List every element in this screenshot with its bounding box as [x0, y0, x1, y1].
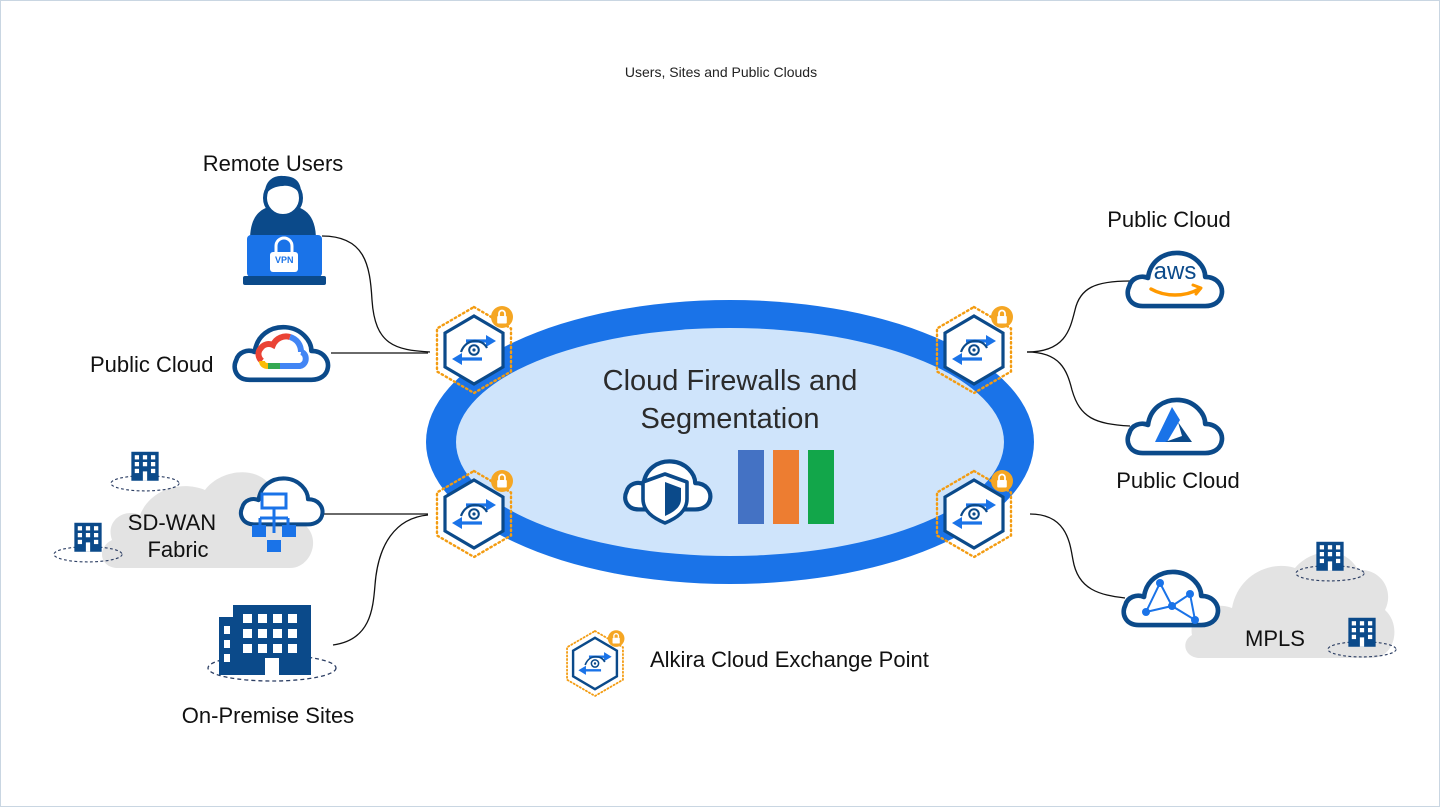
aws-logo-text: aws — [1153, 258, 1197, 285]
sdwan-network-icon — [241, 478, 323, 552]
remote-user-icon — [243, 175, 326, 285]
vpn-badge: VPN — [275, 255, 294, 265]
public-cloud-aws-label: Public Cloud — [1107, 207, 1231, 232]
core-title-line2: Segmentation — [640, 403, 820, 435]
connectors — [310, 235, 1131, 646]
firewall-bars-icon — [738, 450, 834, 524]
public-cloud-azure-label: Public Cloud — [1116, 468, 1240, 493]
core-title: Cloud Firewalls and Segmentation — [603, 362, 858, 438]
core-title-line1: Cloud Firewalls and — [602, 365, 858, 397]
remote-users-label: Remote Users — [202, 151, 344, 176]
legend-label: Alkira Cloud Exchange Point — [650, 647, 929, 672]
on-premise-label: On-Premise Sites — [181, 703, 355, 728]
mpls-network-icon — [1124, 572, 1218, 625]
diagram-caption: Users, Sites and Public Clouds — [624, 64, 818, 80]
aws-cloud-icon — [1128, 253, 1222, 306]
legend-exchange-point-icon — [565, 629, 626, 698]
core-fill — [456, 328, 1004, 556]
google-cloud-icon — [235, 327, 328, 380]
sdwan-label-line1: SD-WAN — [127, 510, 217, 535]
sdwan-label-line2: Fabric — [147, 537, 209, 562]
azure-cloud-icon — [1128, 400, 1222, 453]
mpls-gray-cloud — [1185, 552, 1395, 658]
on-premise-building-icon — [207, 605, 337, 682]
mpls-label: MPLS — [1245, 626, 1305, 651]
security-cloud-icon — [625, 461, 710, 525]
public-cloud-left-label: Public Cloud — [90, 352, 214, 377]
building-icon — [111, 452, 179, 491]
